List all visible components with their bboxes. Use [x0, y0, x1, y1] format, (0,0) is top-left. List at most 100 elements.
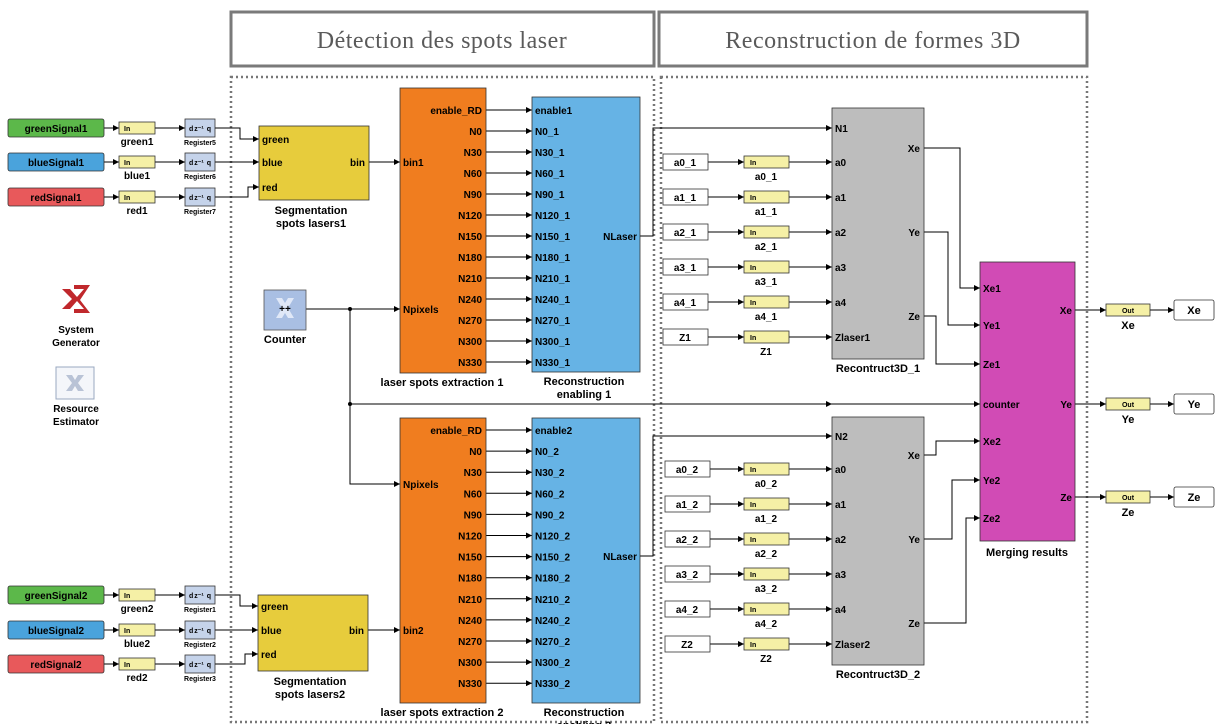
xilinx-icon [62, 285, 90, 313]
gateway-in-a0_2[interactable] [743, 462, 790, 476]
constant-label: a4_1 [674, 298, 697, 309]
input-port-green2[interactable] [7, 585, 105, 605]
gateway-in-name: blue2 [124, 639, 151, 650]
merging-block[interactable] [979, 261, 1076, 542]
constant-label: a3_2 [676, 570, 699, 581]
signal-wire [215, 594, 258, 609]
signal-wire [924, 147, 980, 291]
merging-port: Ze2 [983, 514, 1001, 525]
recon-port: Ye [908, 535, 920, 546]
register-z: z⁻¹ [194, 593, 204, 600]
constant-a2_1[interactable] [662, 223, 709, 241]
register-q: q [207, 628, 211, 635]
constant-Z1[interactable] [662, 328, 709, 346]
extraction-port: enable_RD [430, 426, 482, 437]
gateway-in-name: a4_2 [755, 619, 778, 630]
output-port-Ye[interactable] [1173, 393, 1215, 415]
constant-a1_1[interactable] [662, 188, 709, 206]
constant-a0_1[interactable] [662, 153, 709, 171]
input-port-blue1[interactable] [7, 152, 105, 172]
gateway-in-a3_2[interactable] [743, 567, 790, 581]
gateway-in-a2_2[interactable] [743, 532, 790, 546]
extraction-port: N60 [464, 489, 483, 500]
gateway-in-rw2[interactable] [118, 657, 156, 671]
register-r3[interactable] [184, 654, 216, 674]
enabling-port: N270_2 [535, 637, 570, 648]
gateway-in-a4_1[interactable] [743, 295, 790, 309]
gateway-in-gw2[interactable] [118, 588, 156, 602]
gateway-in-a1_2[interactable] [743, 497, 790, 511]
gateway-in-a2_1[interactable] [743, 225, 790, 239]
output-port-Ze[interactable] [1173, 486, 1215, 508]
input-port-red2[interactable] [7, 654, 105, 674]
register-r7[interactable] [184, 187, 216, 207]
signal-wire [215, 651, 258, 665]
counter-block[interactable]: ++Counter [263, 289, 307, 346]
segmentation-block-1[interactable] [258, 125, 370, 201]
constant-a0_2[interactable] [664, 460, 711, 478]
gateway-in-Z2[interactable] [743, 637, 790, 651]
enabling-port: N240_2 [535, 616, 570, 627]
input-port-blue2[interactable] [7, 620, 105, 640]
segmentation-port: bin [350, 158, 365, 169]
gateway-out-Xe[interactable] [1105, 303, 1151, 317]
gateway-in-name: a0_1 [755, 172, 778, 183]
output-port-Xe[interactable] [1173, 299, 1215, 321]
recon-block-2[interactable] [831, 416, 925, 666]
constant-a2_2[interactable] [664, 530, 711, 548]
gateway-in-rw1[interactable] [118, 190, 156, 204]
enabling-port: N30_1 [535, 148, 565, 159]
enabling-port: N60_2 [535, 489, 565, 500]
gateway-in-a4_2[interactable] [743, 602, 790, 616]
register-r5[interactable] [184, 118, 216, 138]
register-r1[interactable] [184, 585, 216, 605]
constant-label: Z2 [681, 640, 693, 651]
register-r6[interactable] [184, 152, 216, 172]
enabling-port: enable2 [535, 426, 573, 437]
extraction-port: N90 [464, 510, 483, 521]
gateway-in-a0_1[interactable] [743, 155, 790, 169]
input-port-red1[interactable] [7, 187, 105, 207]
sysgen-label: System [58, 325, 94, 336]
constant-a4_2[interactable] [664, 600, 711, 618]
gateway-in-tag: In [750, 537, 756, 544]
enabling-block-2[interactable] [531, 417, 641, 704]
gateway-in-tag: In [750, 572, 756, 579]
enabling-block-1[interactable] [531, 96, 641, 373]
register-r2[interactable] [184, 620, 216, 640]
extraction-block-2[interactable] [399, 417, 487, 704]
constant-a3_1[interactable] [662, 258, 709, 276]
recon-block-1[interactable] [831, 107, 925, 360]
gateway-in-a1_1[interactable] [743, 190, 790, 204]
gateway-out-Ye[interactable] [1105, 397, 1151, 411]
gateway-in-bw2[interactable] [118, 623, 156, 637]
gateway-in-name: Z1 [760, 347, 772, 358]
constant-label: a2_2 [676, 535, 699, 546]
enabling-port: N90_2 [535, 510, 565, 521]
constant-a4_1[interactable] [662, 293, 709, 311]
signal-wire [640, 125, 832, 237]
gateway-in-a3_1[interactable] [743, 260, 790, 274]
extraction-block-1[interactable] [399, 87, 487, 374]
enabling-name: Reconstruction [544, 707, 625, 719]
gateway-in-Z1[interactable] [743, 330, 790, 344]
constant-a3_2[interactable] [664, 565, 711, 583]
gateway-in-tag: In [124, 628, 130, 635]
constant-a1_2[interactable] [664, 495, 711, 513]
gateway-in-name: a1_2 [755, 514, 778, 525]
gateway-in-gw1[interactable] [118, 121, 156, 135]
gateway-out-Ze[interactable] [1105, 490, 1151, 504]
constant-label: a0_2 [676, 465, 699, 476]
input-port-label: greenSignal2 [25, 591, 88, 602]
register-d: d [189, 662, 193, 669]
constant-Z2[interactable] [664, 635, 711, 653]
signal-wire [215, 127, 259, 142]
gateway-in-bw1[interactable] [118, 155, 156, 169]
segmentation-block-2[interactable] [257, 594, 369, 672]
sysgen-label: Generator [52, 338, 100, 349]
gateway-in-name: red2 [126, 673, 148, 684]
register-z: z⁻¹ [194, 160, 204, 167]
input-port-green1[interactable] [7, 118, 105, 138]
